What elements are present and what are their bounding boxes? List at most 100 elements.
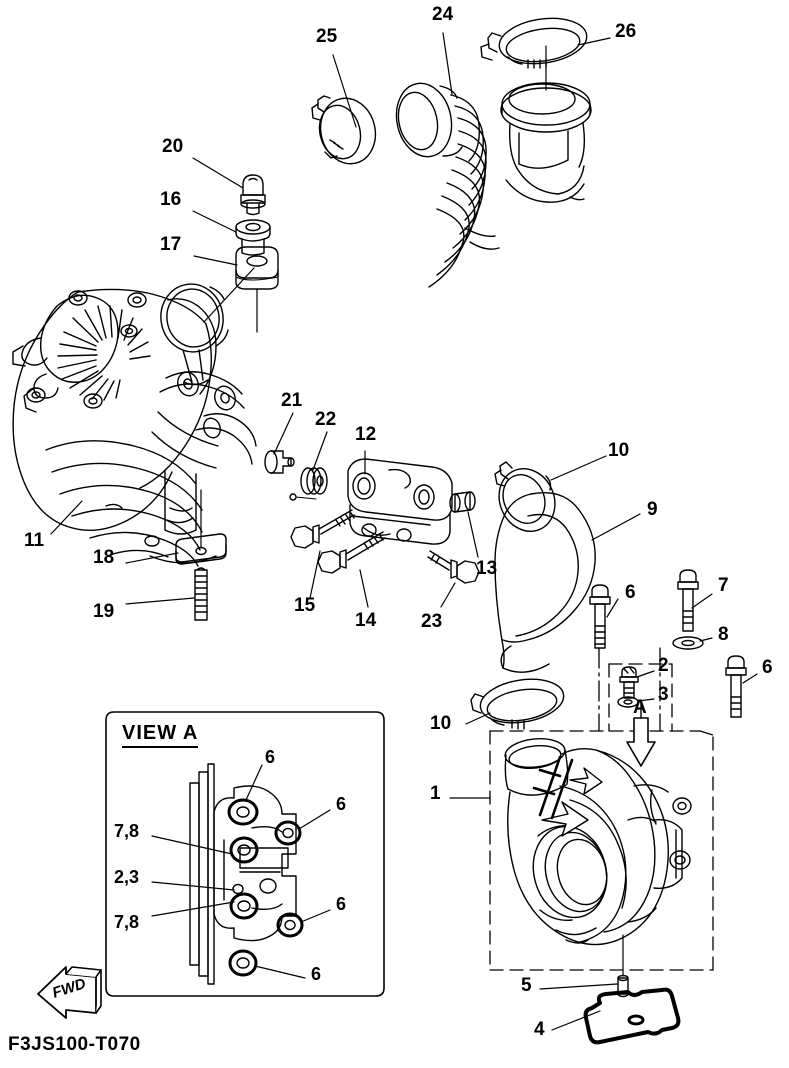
boundary-corner (699, 730, 714, 736)
part-11-intake-manifold (12, 283, 257, 567)
part-19-stud-bolt (194, 567, 208, 621)
part-14-flange-bolt (317, 531, 386, 574)
callout-label-24: 24 (432, 4, 454, 25)
callout-label-13: 13 (476, 558, 498, 579)
callout-label-22: 22 (315, 409, 337, 430)
view-a-direction-arrow (626, 699, 656, 767)
part-15-flange-bolt (290, 509, 355, 549)
leader-11 (50, 500, 83, 535)
callout-label-14: 14 (355, 610, 377, 631)
part-13-collar (449, 491, 476, 513)
leader-6-right (742, 673, 758, 684)
viewa-callout-23: 2,3 (114, 867, 140, 887)
part-4-gasket (583, 987, 681, 1045)
callout-label-20: 20 (162, 136, 184, 157)
leader-10-upper (550, 455, 607, 481)
callout-label-23: 23 (421, 611, 443, 632)
viewa-callout-6-top: 6 (265, 747, 276, 767)
view-a-title: VIEW A (122, 722, 199, 748)
leader-26 (577, 37, 611, 46)
bolt-hole-6-top (227, 798, 259, 826)
intake-port-flange (500, 45, 592, 203)
leader-15 (309, 550, 321, 599)
leader-9 (591, 513, 641, 541)
leader-18 (125, 552, 179, 564)
callout-label-3: 3 (658, 684, 669, 705)
callout-label-11: 11 (24, 530, 45, 551)
callout-label-16: 16 (160, 189, 182, 210)
part-10-hose-clamp-lower (470, 678, 565, 730)
part-1-supercharger-assembly (504, 738, 692, 946)
leader-16 (192, 210, 237, 233)
leader-5 (539, 983, 618, 990)
callout-label-19: 19 (93, 601, 115, 622)
part-21-collar (264, 450, 295, 474)
leader-24 (442, 32, 453, 95)
part-25-hose-clamp (311, 95, 377, 165)
leader-6-left (606, 598, 619, 618)
callout-label-15: 15 (294, 595, 316, 616)
viewa-callout-78-upper: 7,8 (114, 821, 140, 841)
callout-label-9: 9 (647, 499, 658, 520)
callout-label-7: 7 (718, 575, 729, 596)
bolt-hole-78-lower (229, 892, 259, 920)
fwd-direction-arrow (37, 966, 102, 1019)
callout-label-26: 26 (615, 21, 637, 42)
part-7-bolt (677, 569, 699, 632)
part-9-air-hose (494, 492, 596, 673)
callout-label-21: 21 (281, 390, 303, 411)
leader-22 (312, 431, 328, 471)
viewa-callout-78-lower: 7,8 (114, 912, 140, 932)
leader-25 (332, 54, 357, 128)
leader-17-to-manifold (203, 267, 255, 323)
leader-7 (691, 593, 713, 609)
section-line-a (598, 647, 661, 732)
callout-label-18: 18 (93, 547, 115, 568)
view-a-contents (151, 763, 331, 985)
callout-label-10-upper: 10 (608, 440, 630, 461)
bolt-hole-6-upper-right (274, 820, 302, 846)
bolt-hole-23 (232, 883, 244, 895)
viewa-callout-6-bottom: 6 (311, 964, 322, 984)
view-a-detail-box (105, 711, 385, 997)
leader-14 (359, 569, 369, 608)
leader-20 (192, 157, 244, 189)
leader-19 (125, 597, 195, 605)
leader-10-lower (465, 712, 491, 725)
callout-label-2: 2 (658, 655, 669, 676)
leader-13 (467, 511, 479, 558)
leader-2 (636, 670, 655, 678)
supercharger-assembly-boundary (489, 730, 714, 971)
part-6-bolt-right (725, 655, 747, 718)
leader-17 (193, 255, 238, 266)
part-20-plug (240, 174, 266, 216)
view-a-arrow-label: A (633, 697, 647, 718)
viewa-callout-6-lower-right: 6 (336, 894, 347, 914)
bolt-hole-6-bottom (228, 949, 258, 977)
part-10-hose-clamp-upper (494, 461, 556, 532)
bolt-hole-6-lower-right (276, 912, 304, 938)
callout-label-8: 8 (718, 624, 729, 645)
callout-label-10-lower: 10 (430, 713, 452, 734)
leader-21 (273, 412, 294, 455)
leader-23 (440, 582, 456, 608)
callout-label-17: 17 (160, 234, 182, 255)
part-24-air-duct (395, 82, 500, 288)
callout-label-1: 1 (430, 783, 441, 804)
detail-a-region-boundary (608, 663, 673, 732)
viewa-callout-6-upper-right: 6 (336, 794, 347, 814)
part-22-bushing (300, 467, 328, 495)
part-8-washer (672, 636, 704, 650)
part-3-washer (617, 696, 639, 708)
leader-4 (551, 1010, 601, 1031)
bolt-hole-78-upper (229, 836, 259, 864)
leader-8 (699, 637, 713, 642)
callout-label-25: 25 (316, 26, 338, 47)
diagram-part-number: F3JS100-T070 (8, 1034, 141, 1055)
callout-label-6-right: 6 (762, 657, 773, 678)
part-6-bolt-left (589, 584, 611, 649)
part-2-screw (619, 666, 639, 699)
callout-label-5: 5 (521, 975, 532, 996)
